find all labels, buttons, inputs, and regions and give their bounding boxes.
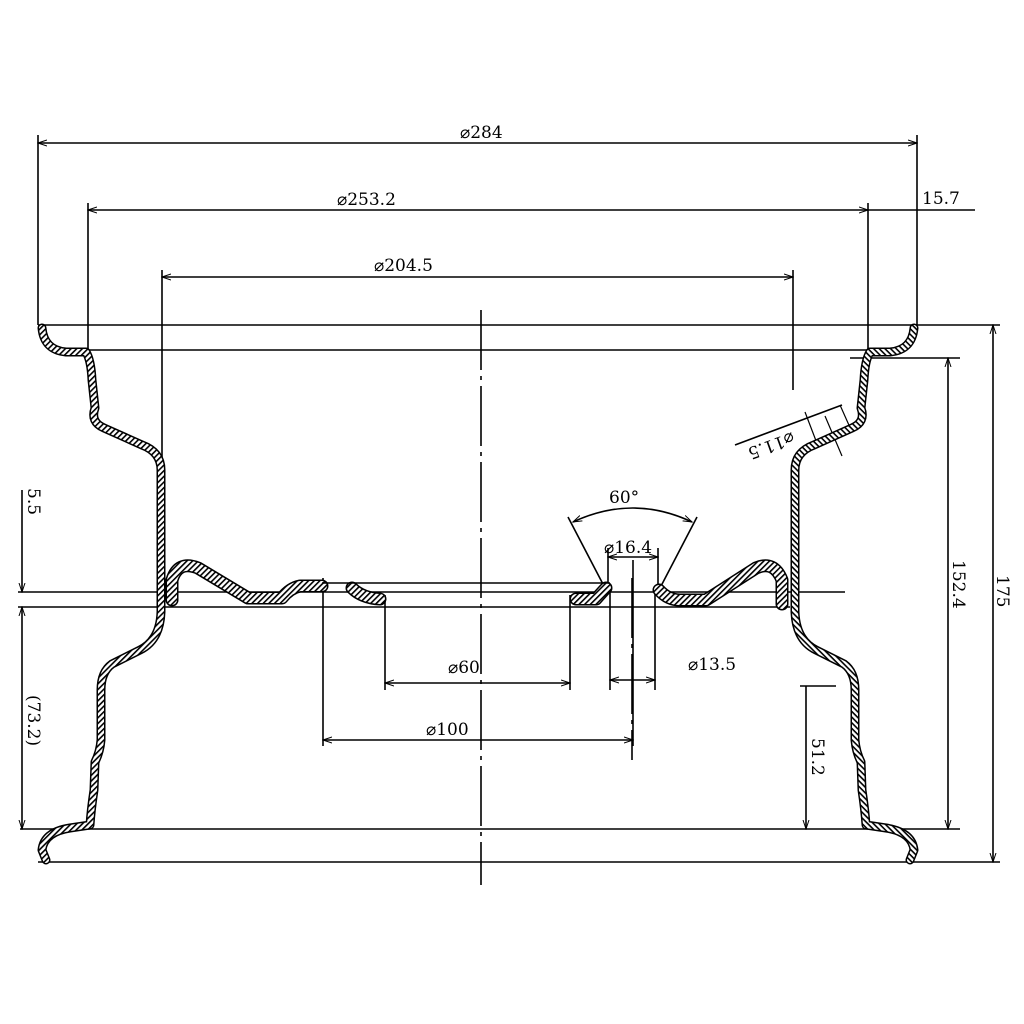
rim-profile-left xyxy=(37,323,166,865)
hub-disc-section xyxy=(165,559,789,611)
rim-profile-right xyxy=(790,323,919,865)
dim-bolt-hole: ⌀13.5 xyxy=(688,655,736,675)
dim-countersink-diameter: ⌀16.4 xyxy=(604,538,652,558)
dimension-lines xyxy=(18,135,1000,862)
dim-flange-width: 15.7 xyxy=(922,189,960,209)
dim-outer-diameter: ⌀284 xyxy=(460,123,503,143)
dim-valve-hole: ⌀11.5 xyxy=(745,427,797,462)
dim-center-bore: ⌀60 xyxy=(448,658,480,678)
dim-rim-width-overall: 175 xyxy=(992,575,1012,607)
dim-hub-thickness: 5.5 xyxy=(23,488,43,515)
dim-bead-seat-diameter: ⌀253.2 xyxy=(337,190,396,210)
dim-rim-width-inner: 152.4 xyxy=(948,560,968,609)
dim-pcd: ⌀100 xyxy=(426,720,469,740)
dim-offset: (73.2) xyxy=(23,695,43,746)
dim-back-spacing: 51.2 xyxy=(807,738,827,776)
dim-countersink-angle: 60° xyxy=(609,488,639,508)
dim-inner-diameter: ⌀204.5 xyxy=(374,256,433,276)
